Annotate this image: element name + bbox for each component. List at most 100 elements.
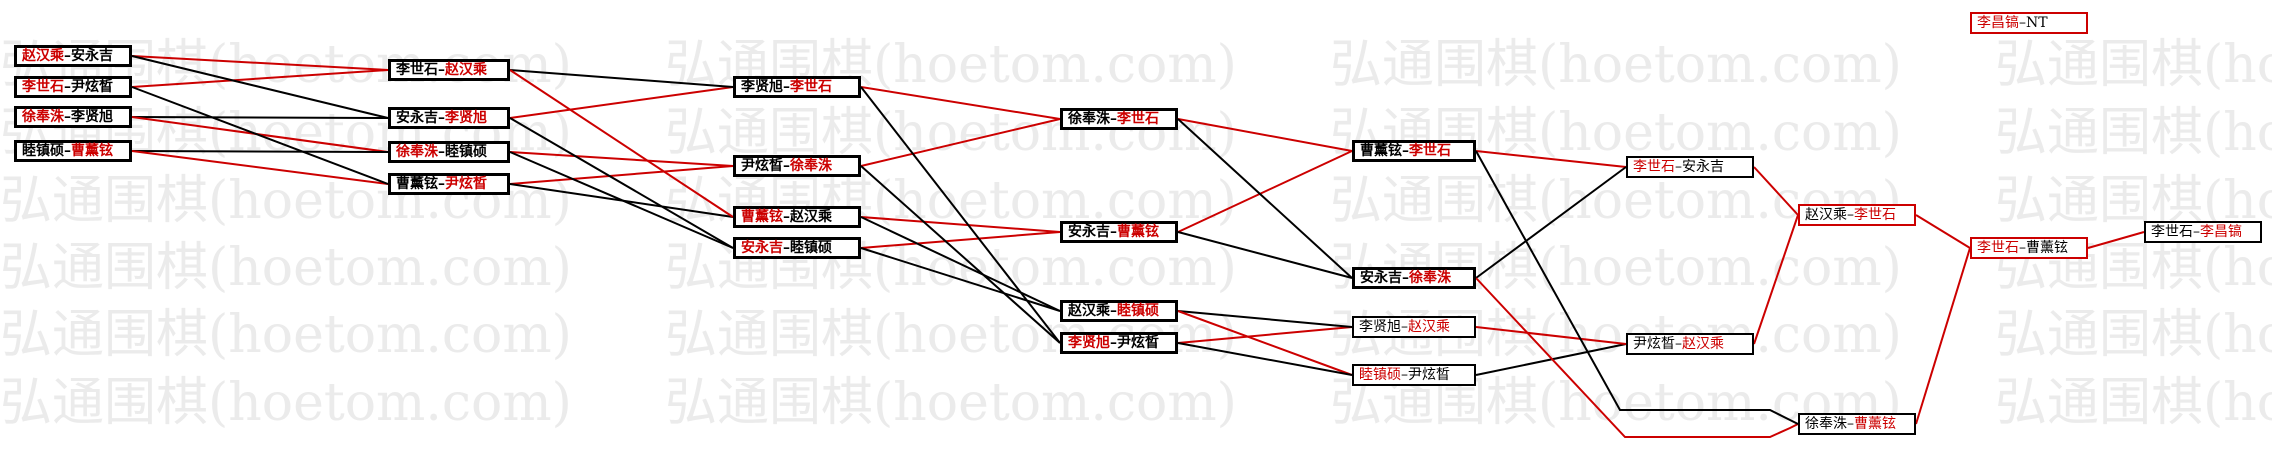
connector-line: [1475, 150, 1799, 425]
connector-line: [1177, 310, 1353, 328]
watermark-text: 弘通围棋(hoetom.com): [0, 373, 572, 433]
connector-line: [1177, 326, 1353, 344]
player-name: 尹炫晳: [1117, 335, 1159, 351]
match-node: 安永吉–徐奉洙: [1352, 267, 1476, 289]
player-name: 徐奉洙: [1805, 416, 1847, 432]
separator: –: [1401, 367, 1408, 383]
player-name: 徐奉洙: [396, 144, 438, 160]
player-name: 李世石: [790, 79, 832, 95]
match-node: 李世石–曹薰铉: [1970, 237, 2088, 259]
connector-line: [1177, 231, 1353, 279]
separator: –: [783, 209, 790, 225]
connector-line: [860, 216, 1061, 312]
connector-line: [1475, 326, 1627, 345]
connector-line: [1177, 342, 1353, 376]
connector-line: [860, 118, 1061, 167]
separator: –: [2019, 240, 2026, 256]
player-name: 尹炫晳: [741, 158, 783, 174]
connector-line: [1177, 118, 1353, 152]
player-name: 李世石: [2151, 224, 2193, 240]
separator: –: [64, 143, 71, 159]
player-name: 安永吉: [71, 48, 113, 64]
separator: –: [1675, 159, 1682, 175]
watermark-text: 弘通围棋(hoetom.com): [1995, 373, 2272, 433]
separator: –: [64, 109, 71, 125]
match-node: 李贤旭–赵汉乘: [1352, 316, 1476, 338]
player-name: 徐奉洙: [790, 158, 832, 174]
player-name: 曹薰铉: [2026, 240, 2068, 256]
player-name: NT: [2026, 15, 2048, 31]
connector-line: [509, 69, 734, 88]
connector-line: [1177, 118, 1353, 279]
connector-line: [131, 55, 389, 119]
connector-line: [1753, 166, 1799, 216]
watermark-text: 弘通围棋(hoetom.com): [1995, 305, 2272, 365]
separator: –: [783, 158, 790, 174]
connector-line: [509, 151, 734, 249]
player-name: 李贤旭: [71, 109, 113, 125]
connector-line: [1475, 277, 1799, 438]
player-name: 赵汉乘: [445, 62, 487, 78]
player-name: 李贤旭: [1359, 319, 1401, 335]
separator: –: [64, 79, 71, 95]
separator: –: [438, 176, 445, 192]
match-node: 赵汉乘–睦镇硕: [1060, 300, 1178, 322]
match-node: 徐奉洙–睦镇硕: [388, 141, 510, 163]
match-node: 李贤旭–李世石: [733, 76, 861, 98]
watermark-text: 弘通围棋(hoetom.com): [1995, 103, 2272, 163]
separator: –: [1110, 303, 1117, 319]
player-name: 李贤旭: [1068, 335, 1110, 351]
watermark-text: 弘通围棋(hoetom.com): [1995, 35, 2272, 95]
player-name: 睦镇硕: [22, 143, 64, 159]
player-name: 李世石: [396, 62, 438, 78]
player-name: 赵汉乘: [1408, 319, 1450, 335]
player-name: 曹薰铉: [71, 143, 113, 159]
match-node: 李贤旭–尹炫晳: [1060, 332, 1178, 354]
player-name: 李贤旭: [741, 79, 783, 95]
match-node: 徐奉洙–曹薰铉: [1798, 413, 1916, 435]
connector-line: [1177, 310, 1353, 376]
player-name: 赵汉乘: [1068, 303, 1110, 319]
player-name: 安永吉: [1068, 224, 1110, 240]
connector-line: [131, 150, 389, 185]
match-node: 李世石–安永吉: [1626, 156, 1754, 178]
match-node: 赵汉乘–李世石: [1798, 204, 1916, 226]
watermark-text: 弘通围棋(hoetom.com): [0, 238, 572, 298]
match-node: 徐奉洙–李贤旭: [14, 106, 132, 128]
connector-line: [860, 216, 1061, 233]
player-name: 赵汉乘: [1682, 336, 1724, 352]
match-node: 曹薰铉–李世石: [1352, 140, 1476, 162]
player-name: 李世石: [1633, 159, 1675, 175]
connector-line: [860, 86, 1061, 120]
watermark-text: 弘通围棋(hoetom.com): [665, 373, 1237, 433]
connector-line: [1475, 150, 1627, 168]
player-name: 徐奉洙: [1409, 270, 1451, 286]
connector-line: [860, 165, 1061, 344]
connector-line: [860, 247, 1061, 312]
connector-line: [1177, 150, 1353, 233]
match-node: 李世石–李昌镐: [2144, 221, 2262, 243]
player-name: 尹炫晳: [1408, 367, 1450, 383]
player-name: 曹薰铉: [1117, 224, 1159, 240]
separator: –: [1110, 224, 1117, 240]
match-node: 安永吉–睦镇硕: [733, 237, 861, 259]
player-name: 李昌镐: [2200, 224, 2242, 240]
match-node: 李世石–尹炫晳: [14, 76, 132, 98]
match-node: 安永吉–曹薰铉: [1060, 221, 1178, 243]
separator: –: [1847, 207, 1854, 223]
separator: –: [2193, 224, 2200, 240]
connector-line: [509, 69, 734, 218]
match-node: 安永吉–李贤旭: [388, 107, 510, 129]
match-node: 尹炫晳–徐奉洙: [733, 155, 861, 177]
match-node: 尹炫晳–赵汉乘: [1626, 333, 1754, 355]
connector-line: [860, 86, 1061, 344]
player-name: 赵汉乘: [22, 48, 64, 64]
connector-line: [131, 116, 389, 119]
player-name: 睦镇硕: [445, 144, 487, 160]
player-name: 尹炫晳: [445, 176, 487, 192]
player-name: 睦镇硕: [790, 240, 832, 256]
player-name: 李贤旭: [445, 110, 487, 126]
player-name: 徐奉洙: [1068, 111, 1110, 127]
separator: –: [783, 240, 790, 256]
